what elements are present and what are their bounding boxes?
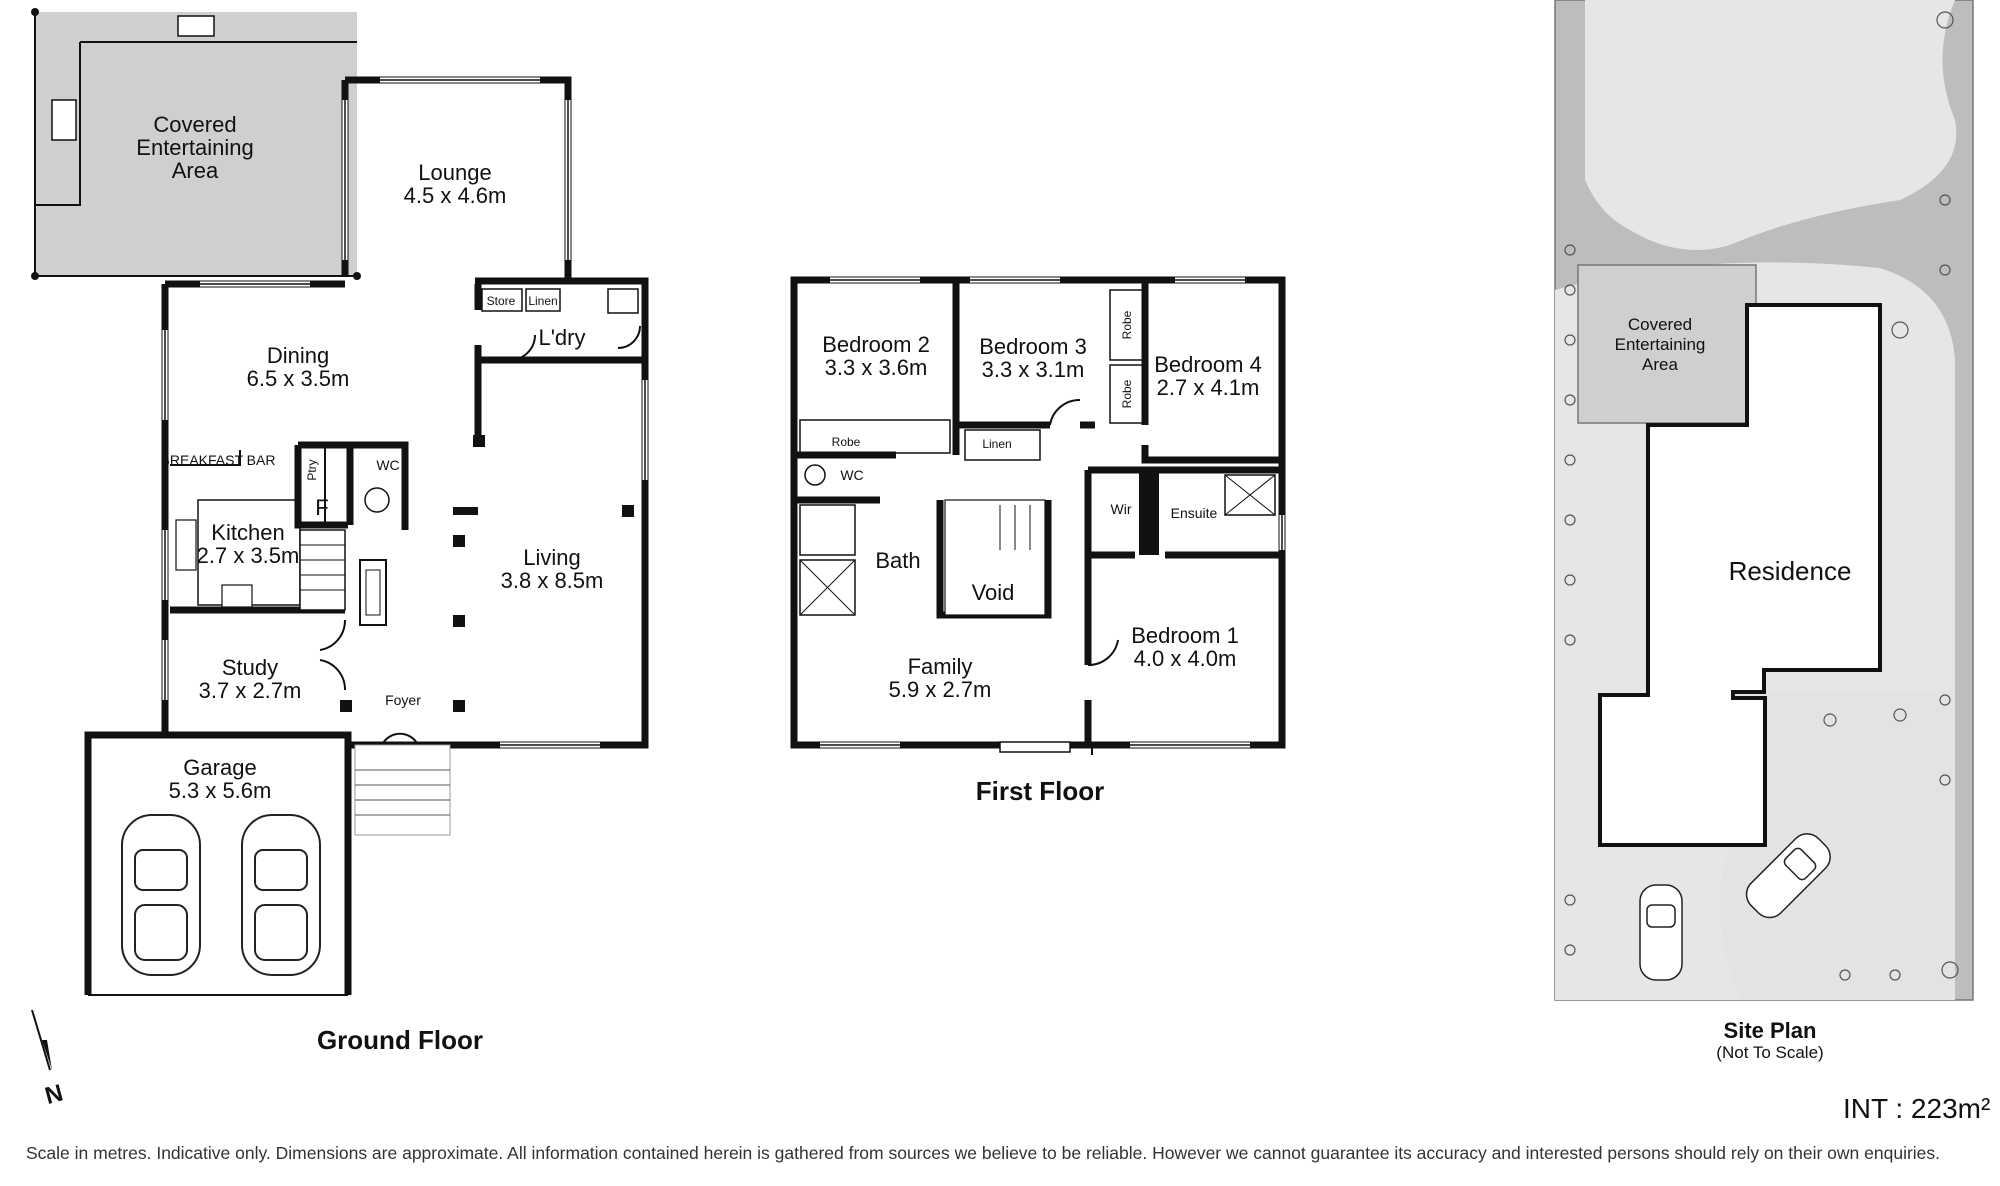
site-entertaining-label-2: Entertaining [1615,335,1706,354]
garage-dimensions: 5.3 x 5.6m [169,778,272,803]
ground-floor-labels: Covered Entertaining Area Lounge 4.5 x 4… [136,112,603,1055]
covered-entertaining-area [35,12,357,276]
kitchen-dimensions: 2.7 x 3.5m [197,543,300,568]
study-dimensions: 3.7 x 2.7m [199,678,302,703]
entertaining-label-1: Covered [153,112,236,137]
ground-wc-label: WC [376,457,399,473]
first-floor-plan [790,276,1286,755]
north-arrow-icon: N [31,1009,66,1110]
cooktop-icon [51,99,77,141]
study-label: Study [222,655,278,680]
entertaining-label-3: Area [172,158,219,183]
kitchen-sink-icon [175,519,197,571]
kitchen-label: Kitchen [211,520,284,545]
site-plan-subheading: (Not To Scale) [1716,1043,1823,1062]
ground-floor-heading: Ground Floor [317,1025,483,1055]
compass-label: N [42,1079,66,1110]
residence-footprint [1598,303,1882,847]
site-plan: Residence Covered Entertaining Area Site… [1554,0,1974,1062]
bedroom1-label: Bedroom 1 [1131,623,1239,648]
car-icon [1745,833,1831,919]
ensuite-label: Ensuite [1171,505,1218,521]
toilet-icon [364,487,390,513]
site-plan-heading: Site Plan [1724,1018,1817,1043]
entertaining-label-2: Entertaining [136,135,253,160]
shrub-icons [1564,11,1959,981]
first-linen-label: Linen [982,437,1011,451]
laundry-label: L'dry [539,325,586,350]
bedroom4-label: Bedroom 4 [1154,352,1262,377]
robe-label-bedroom4: Robe [1120,379,1134,408]
ground-linen-label: Linen [528,294,557,308]
site-entertaining-label-3: Area [1642,355,1678,374]
ground-floor-plan [31,8,649,996]
bedroom3-dimensions: 3.3 x 3.1m [982,357,1085,382]
bedroom2-dimensions: 3.3 x 3.6m [825,355,928,380]
first-wc-label: WC [840,467,863,483]
site-entertaining-label-1: Covered [1628,315,1692,334]
staircase [299,529,346,611]
wir-label: Wir [1111,501,1132,517]
void-label: Void [972,580,1015,605]
bedroom4-dimensions: 2.7 x 4.1m [1157,375,1260,400]
site-entertaining-area [1577,264,1757,424]
pantry-label: Ptry [305,459,319,480]
car-icon [1639,884,1683,981]
robe-label-bedroom2: Robe [832,435,861,449]
car-icon [121,814,201,976]
bathtub-icon [799,504,856,556]
dining-dimensions: 6.5 x 3.5m [247,366,350,391]
first-floor-heading: First Floor [976,776,1105,806]
car-icon [241,814,321,976]
family-dimensions: 5.9 x 2.7m [889,677,992,702]
fridge-label: F [315,495,328,520]
robe-label-bedroom3: Robe [1120,310,1134,339]
living-label: Living [523,545,580,570]
void-stairwell [944,499,1046,616]
breakfast-bar-label: BREAKFAST BAR [161,452,276,468]
dining-label: Dining [267,343,329,368]
bbq-sink-icon [177,15,215,37]
living-dimensions: 3.8 x 8.5m [501,568,604,593]
family-label: Family [908,654,973,679]
bedroom2-label: Bedroom 2 [822,332,930,357]
store-label: Store [487,294,516,308]
foyer-label: Foyer [385,692,421,708]
first-floor-labels: Bedroom 2 3.3 x 3.6m Bedroom 3 3.3 x 3.1… [822,310,1262,806]
bedroom1-dimensions: 4.0 x 4.0m [1134,646,1237,671]
garage-label: Garage [183,755,256,780]
disclaimer-text: Scale in metres. Indicative only. Dimens… [26,1143,1941,1163]
lounge-dimensions: 4.5 x 4.6m [404,183,507,208]
lounge-label: Lounge [418,160,491,185]
bath-label: Bath [875,548,920,573]
bedroom3-label: Bedroom 3 [979,334,1087,359]
residence-label: Residence [1729,556,1852,586]
internal-area-label: INT : 223m² [1843,1093,1991,1124]
